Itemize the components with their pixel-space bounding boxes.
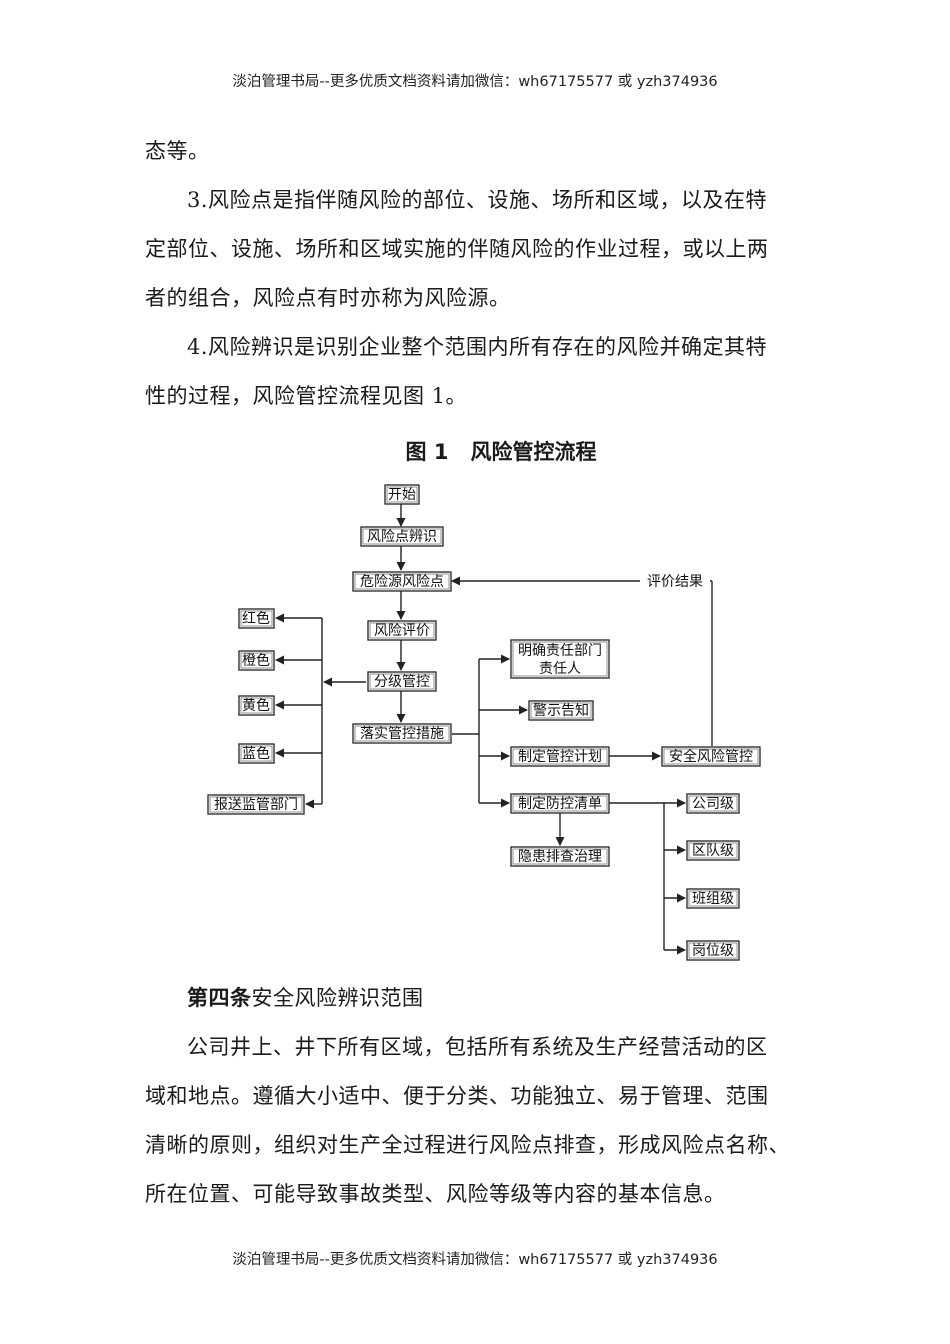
node-plan-label: 制定管控计划	[518, 749, 602, 765]
node-yellow-label: 黄色	[242, 697, 270, 714]
node-team-label: 班组级	[692, 891, 734, 907]
node-checklist: 制定防控清单	[510, 793, 610, 814]
node-warning-label: 警示告知	[533, 702, 589, 719]
item4-line2: 性的过程，风险管控流程见图 1。	[145, 384, 468, 408]
article-4-line4: 所在位置、可能导致事故类型、风险等级等内容的基本信息。	[145, 1182, 726, 1206]
article-4-line3: 清晰的原则，组织对生产全过程进行风险点排查，形成风险点名称、	[145, 1133, 790, 1157]
article-title: 安全风险辨识范围	[251, 986, 424, 1010]
node-red-label: 红色	[242, 610, 270, 627]
node-hazard-label: 危险源风险点	[360, 574, 444, 590]
node-warning: 警示告知	[528, 700, 594, 721]
figure-number: 图 1	[405, 440, 449, 464]
node-start: 开始	[384, 484, 420, 505]
node-district-label: 区队级	[692, 843, 734, 859]
item3-line3: 者的组合，风险点有时亦称为风险源。	[145, 286, 511, 310]
article-4-line2: 域和地点。遵循大小适中、便于分类、功能独立、易于管理、范围	[145, 1084, 769, 1108]
node-post: 岗位级	[686, 940, 740, 961]
node-hidden: 隐患排查治理	[510, 846, 610, 867]
node-district: 区队级	[686, 840, 740, 861]
item4-line1: 4.风险辨识是识别企业整个范围内所有存在的风险并确定其特	[187, 335, 768, 359]
node-hazard: 危险源风险点	[352, 571, 452, 592]
node-company: 公司级	[686, 793, 740, 814]
node-orange: 橙色	[238, 650, 275, 671]
feedback-label: 评价结果	[647, 574, 703, 590]
node-implement: 落实管控措施	[352, 723, 452, 744]
page-footer: 淡泊管理书局--更多优质文档资料请加微信：wh67175577 或 yzh374…	[232, 1252, 718, 1268]
node-blue-label: 蓝色	[242, 745, 270, 762]
node-blue: 蓝色	[238, 743, 275, 764]
node-report-label: 报送监管部门	[214, 797, 298, 813]
figure-title: 风险管控流程	[470, 440, 597, 464]
node-identify-label: 风险点辨识	[367, 529, 437, 545]
node-plan: 制定管控计划	[510, 746, 610, 767]
node-identify: 风险点辨识	[360, 526, 444, 547]
article-4: 第四条安全风险辨识范围 公司井上、井下所有区域，包括所有系统及生产经营活动的区 …	[145, 974, 815, 1219]
article-4-line1: 公司井上、井下所有区域，包括所有系统及生产经营活动的区	[187, 1035, 768, 1059]
body-text-top: 态等。 3.风险点是指伴随风险的部位、设施、场所和区域，以及在特 定部位、设施、…	[145, 127, 815, 421]
node-dept-label-line1: 明确责任部门	[518, 643, 602, 659]
node-team: 班组级	[686, 888, 740, 909]
item3-line2: 定部位、设施、场所和区域实施的伴随风险的作业过程，或以上两	[145, 237, 769, 261]
node-start-label: 开始	[388, 487, 416, 503]
node-dept: 明确责任部门 责任人	[510, 639, 610, 679]
node-assess-label: 风险评价	[374, 623, 430, 639]
page-header: 淡泊管理书局--更多优质文档资料请加微信：wh67175577 或 yzh374…	[232, 74, 718, 90]
article-number: 第四条	[187, 986, 252, 1010]
item3-line1: 3.风险点是指伴随风险的部位、设施、场所和区域，以及在特	[187, 188, 768, 212]
node-assess: 风险评价	[367, 620, 437, 641]
node-implement-label: 落实管控措施	[360, 726, 444, 742]
node-grade: 分级管控	[367, 671, 437, 692]
node-post-label: 岗位级	[692, 943, 734, 959]
article-4-heading: 第四条安全风险辨识范围	[145, 974, 815, 1023]
node-orange-label: 橙色	[242, 652, 270, 669]
node-red: 红色	[238, 608, 275, 629]
paragraph-continuation: 态等。	[145, 139, 210, 163]
node-grade-label: 分级管控	[374, 674, 430, 690]
node-hidden-label: 隐患排查治理	[518, 849, 602, 865]
node-company-label: 公司级	[692, 796, 734, 812]
node-dept-label-line2: 责任人	[539, 661, 581, 677]
flow-connectors	[275, 503, 713, 955]
node-report: 报送监管部门	[207, 794, 305, 815]
figure-caption: 图 1 风险管控流程	[0, 436, 950, 466]
node-yellow: 黄色	[238, 695, 275, 716]
node-checklist-label: 制定防控清单	[518, 796, 602, 812]
node-safety: 安全风险管控	[661, 746, 761, 767]
node-safety-label: 安全风险管控	[669, 748, 753, 765]
